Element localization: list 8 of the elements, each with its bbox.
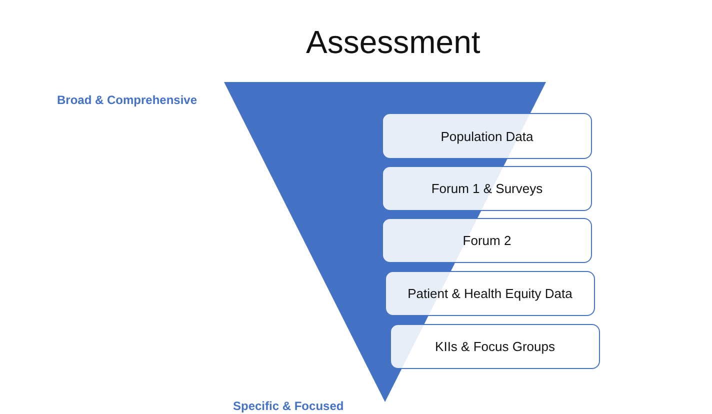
diagram-title: Assessment — [306, 24, 480, 61]
scale-label: Specific & Focused — [233, 399, 344, 413]
scale-label: Broad & Comprehensive — [57, 93, 198, 107]
stage-box: Forum 1 & Surveys — [382, 166, 592, 211]
stage-box: Patient & Health Equity Data — [385, 271, 595, 316]
stage-box: Forum 2 — [382, 218, 592, 263]
stage-box: KIIs & Focus Groups — [390, 324, 600, 369]
stage-box: Population Data — [382, 113, 592, 159]
